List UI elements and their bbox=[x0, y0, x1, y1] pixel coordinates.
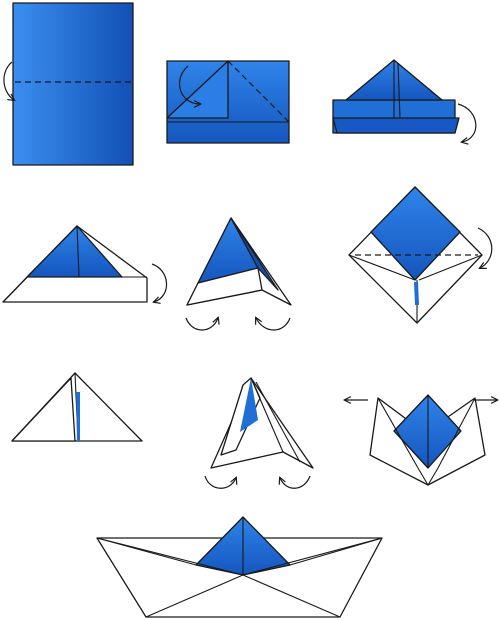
step-3-triangle bbox=[332, 59, 477, 142]
left-inner-crease bbox=[377, 397, 419, 469]
layer-crease bbox=[397, 63, 401, 119]
right-bottom-crease bbox=[427, 467, 439, 486]
step-9-pull-apart bbox=[345, 394, 497, 486]
step-8-tall-triangle bbox=[204, 377, 314, 489]
fold-arrow-icon bbox=[457, 103, 477, 142]
blue-inner bbox=[240, 378, 258, 432]
blue-side bbox=[230, 217, 279, 291]
hull-crease-bottom-right bbox=[242, 574, 341, 618]
crease-right-2 bbox=[255, 381, 301, 463]
hull-crease-bottom-left bbox=[145, 574, 244, 618]
tuck-arrow-right-icon bbox=[280, 475, 311, 489]
brim-back bbox=[332, 117, 460, 134]
brim-edge-left bbox=[2, 276, 28, 303]
corner-flap bbox=[166, 60, 229, 119]
right-inner-crease bbox=[437, 397, 476, 469]
step-6-diamond bbox=[348, 186, 493, 324]
blue-strip bbox=[76, 392, 80, 441]
hull-crease-right-2 bbox=[242, 537, 383, 576]
step-2-folded-sheet bbox=[166, 60, 290, 144]
step-1-sheet bbox=[3, 2, 134, 166]
white-paper bbox=[210, 377, 314, 469]
crease-right bbox=[250, 377, 284, 453]
fold-arrow-icon bbox=[151, 263, 168, 302]
blue-sheet-shape bbox=[12, 2, 134, 166]
white-brim bbox=[186, 267, 263, 306]
step-4-hat bbox=[2, 225, 168, 303]
step-10-finished-boat bbox=[96, 516, 383, 618]
blue-top-square bbox=[370, 186, 461, 281]
blue-sliver bbox=[414, 282, 419, 305]
crease-left bbox=[348, 254, 416, 281]
hull-crease-left-2 bbox=[96, 537, 244, 576]
fold-arrow-icon bbox=[477, 227, 493, 268]
step-7-triangle bbox=[11, 372, 143, 442]
tuck-arrow-left-icon bbox=[185, 318, 218, 331]
step-5-hat-perspective bbox=[185, 217, 292, 331]
fold-line bbox=[227, 60, 290, 123]
fold-arrow-icon bbox=[3, 61, 14, 100]
left-bottom-crease bbox=[417, 467, 429, 486]
front-layer bbox=[11, 377, 76, 442]
fold-arrow-icon bbox=[178, 65, 200, 104]
center-crease bbox=[76, 225, 80, 278]
tuck-arrow-right-icon bbox=[256, 318, 291, 331]
crease-right bbox=[418, 254, 483, 281]
tuck-arrow-left-icon bbox=[204, 475, 236, 489]
